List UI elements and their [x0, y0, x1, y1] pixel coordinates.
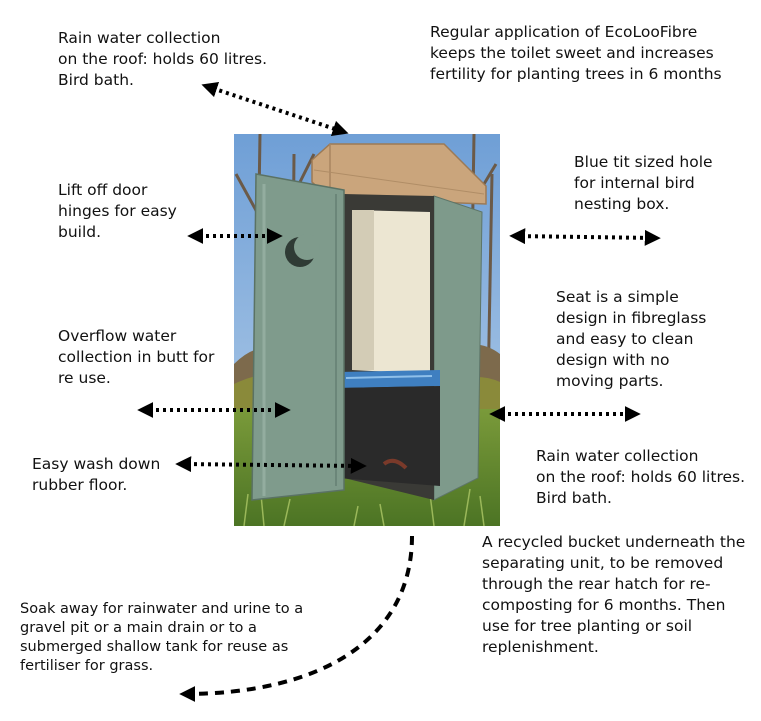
label-rain-water-collection-top: Rain water collection on the roof: holds… [58, 29, 268, 89]
label-blue-tit-hole: Blue tit sized hole for internal bird ne… [574, 153, 713, 213]
arrow-floor [175, 456, 367, 474]
arrow-bluetit [509, 228, 661, 246]
moon-cutout [285, 234, 320, 267]
seat [338, 370, 440, 388]
toilet-photo [234, 134, 500, 526]
label-rain-water-collection-bottom: Rain water collection on the roof: holds… [536, 447, 746, 507]
arrow-rain-top [201, 81, 349, 137]
label-ecoloofibre: Regular application of EcoLooFibre keeps… [430, 23, 722, 83]
interior-shadow [352, 210, 374, 370]
label-rubber-floor: Easy wash down rubber floor. [32, 455, 161, 494]
label-recycled-bucket: A recycled bucket underneath the separat… [482, 533, 746, 656]
door [251, 173, 345, 501]
label-overflow-water: Overflow water collection in butt for re… [58, 327, 215, 387]
label-soak-away: Soak away for rainwater and urine to a g… [20, 601, 304, 674]
label-seat-design: Seat is a simple design in fibreglass an… [556, 288, 707, 390]
label-lift-off-door: Lift off door hinges for easy build. [58, 181, 177, 241]
arrow-soak-away [179, 535, 414, 702]
